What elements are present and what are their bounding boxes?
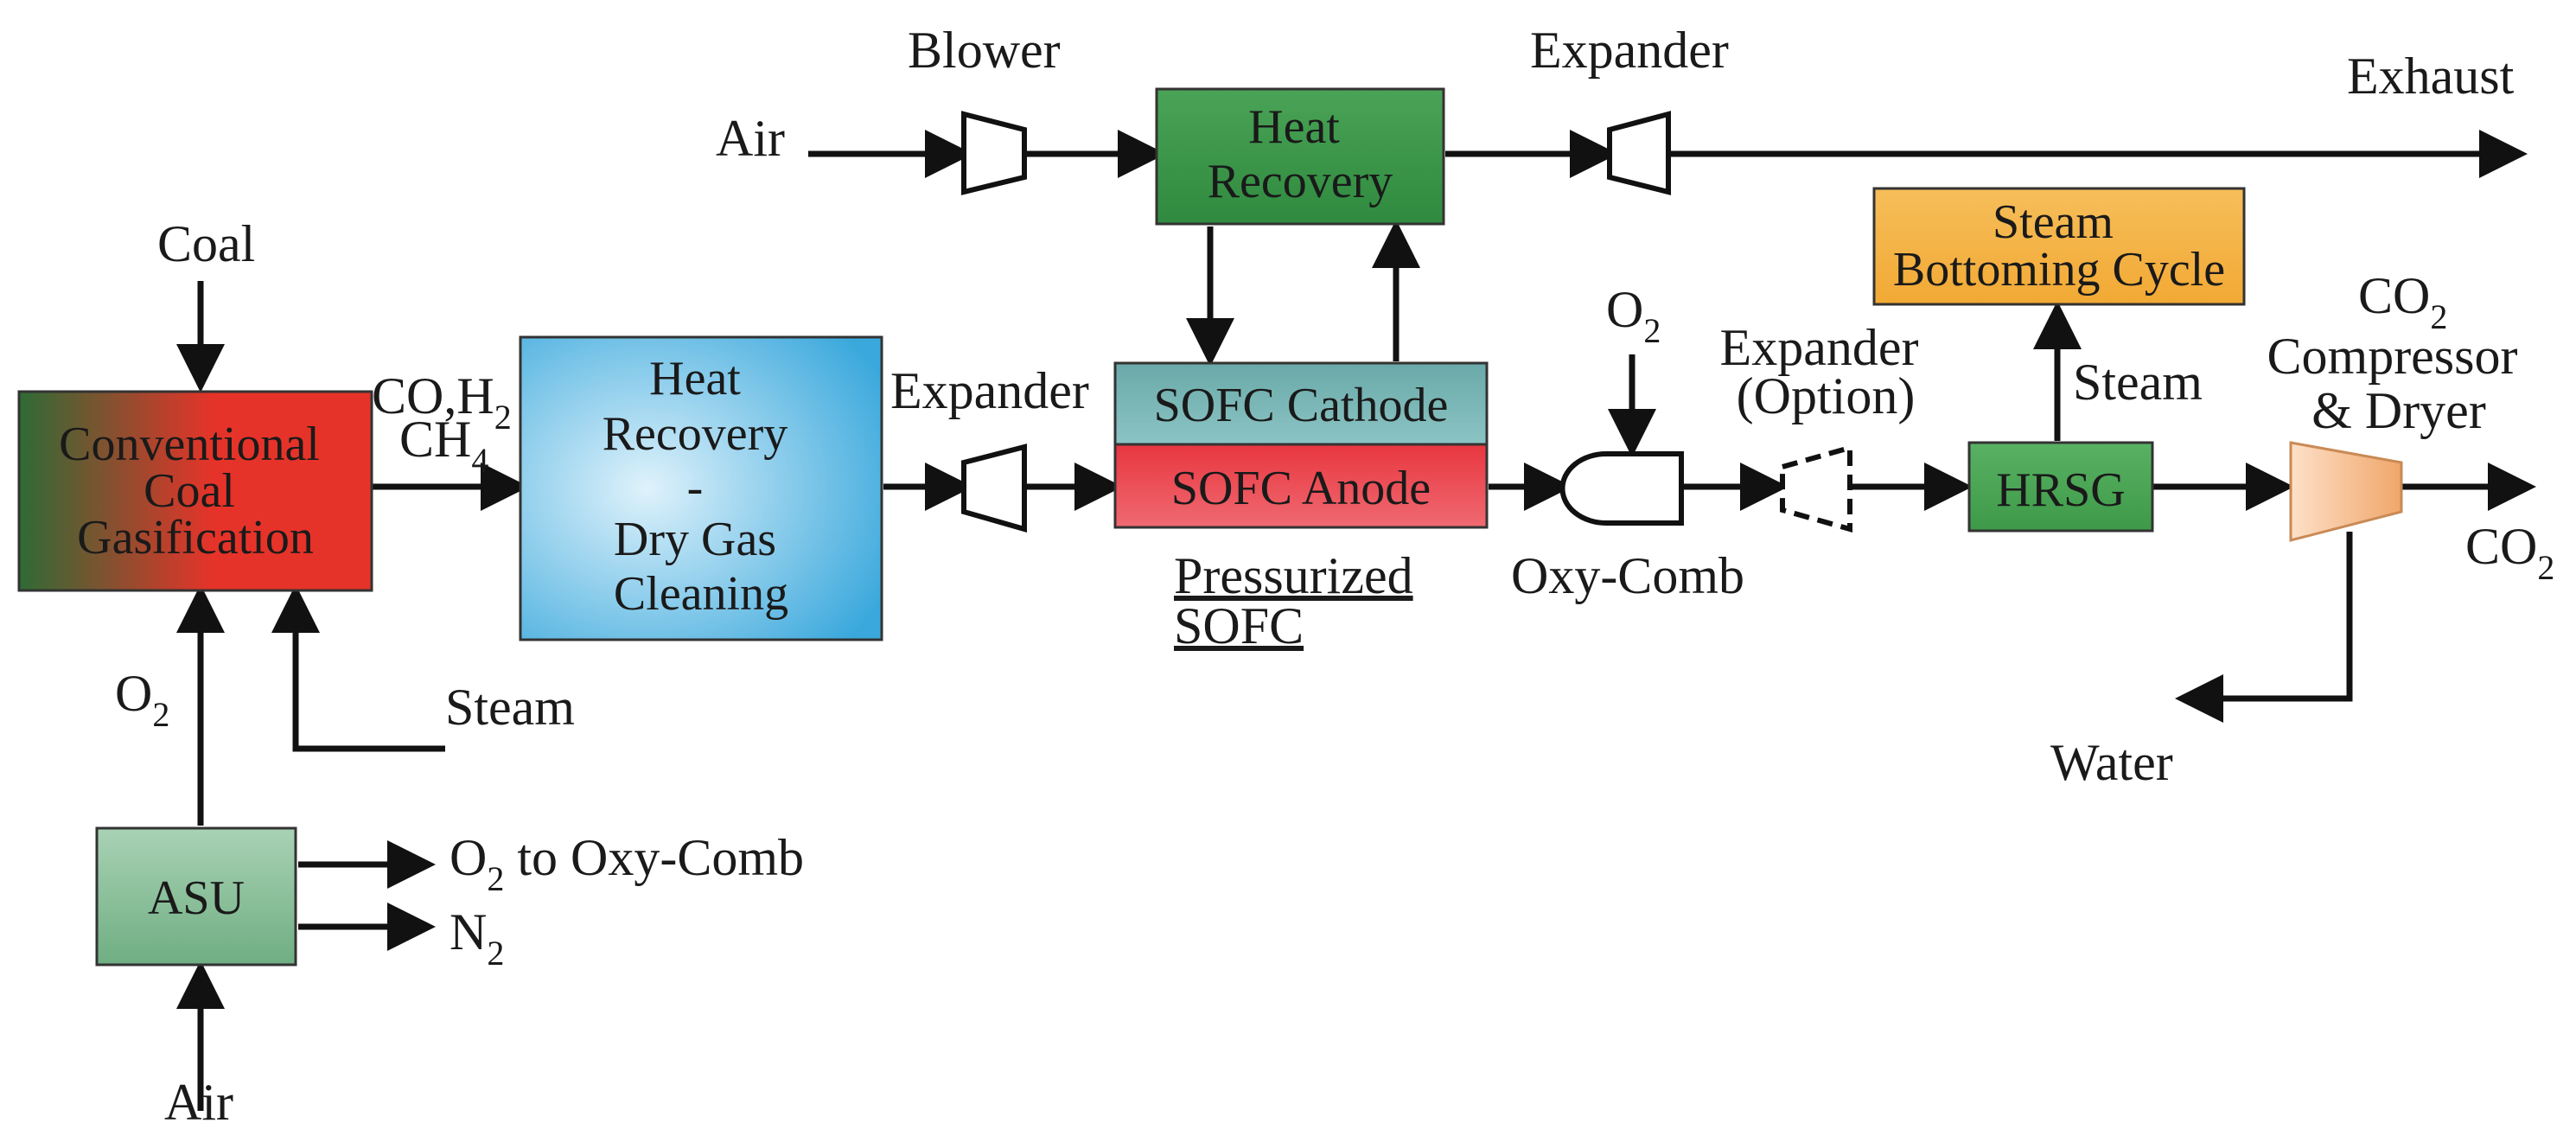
o2-gasifier-label: O2 [115,665,169,734]
exhaust-label: Exhaust [2347,48,2515,105]
syngas-label-line2: CH4 [399,411,488,480]
coal-label: Coal [157,215,255,272]
expander-mid-symbol [961,443,1027,533]
heat-recovery-top-block: Heat Recovery [1155,87,1445,226]
flow-lines [176,130,2536,1111]
gasifier-block: Conventional Coal Gasification [17,390,373,592]
oxy-combustor-symbol [1559,451,1684,526]
syngas-label-line1: CO,H2 [372,367,512,437]
asu-label: ASU [148,871,245,925]
gasifier-label: Conventional Coal Gasification [59,418,332,565]
water-out-arrow [2175,532,2353,723]
sofc-cathode [1113,361,1489,446]
n2-label: N2 [450,903,504,973]
o2-to-oxycomb-label: O2 to Oxy-Comb [450,829,804,898]
text-labels: Coal O2 Steam Air O2 to Oxy-Comb N2 CO,H… [115,22,2554,1131]
oxycomb-label: Oxy-Comb [1511,547,1744,604]
co2-compressor-label: CO2 [2358,267,2447,336]
co2-compressor-symbol [2289,441,2403,542]
blower-label: Blower [908,22,1061,79]
hrsg-label: HRSG [1996,463,2125,517]
steam-gasifier-label: Steam [445,679,575,736]
expander-option-label: Expander (Option) [1720,319,1932,424]
compressor-dryer-label: Compressor & Dryer [2267,328,2531,439]
expander-mid-label: Expander [890,362,1089,419]
expander-option-symbol [1780,444,1852,533]
expander-top-symbol [1607,111,1671,195]
air-asu-label: Air [164,1074,233,1131]
o2-oxycomb-label: O2 [1606,281,1661,350]
steam-to-gasifier-arrow [271,584,445,752]
heat-recovery-top-label: Heat Recovery [1208,100,1393,208]
asu-block: ASU [95,826,297,967]
steam-bottoming-block: Steam Bottoming Cycle [1872,187,2246,306]
heat-recovery-cleaning-label: Heat Recovery - Dry Gas Cleaning [603,352,800,621]
expander-top-label: Expander [1530,22,1729,79]
heat-recovery-cleaning-block: Heat Recovery - Dry Gas Cleaning [519,335,883,641]
pressurized-sofc-label-line1: Pressurized [1174,547,1413,604]
steam-hrsg-label: Steam [2073,354,2203,411]
steam-bottoming-label: Steam Bottoming Cycle [1893,195,2225,297]
hrsg-block: HRSG [1967,441,2154,533]
sofc-block: SOFC Cathode SOFC Anode [1113,361,1489,529]
sofc-cathode-label: SOFC Cathode [1154,379,1449,432]
co2-out-label: CO2 [2465,518,2554,587]
sofc-anode [1113,443,1489,529]
air-top-label: Air [716,110,785,167]
pressurized-sofc-label-line2: SOFC [1174,597,1304,654]
sofc-anode-label: SOFC Anode [1171,462,1431,515]
water-label: Water [2050,734,2173,791]
blower-symbol [961,111,1027,195]
